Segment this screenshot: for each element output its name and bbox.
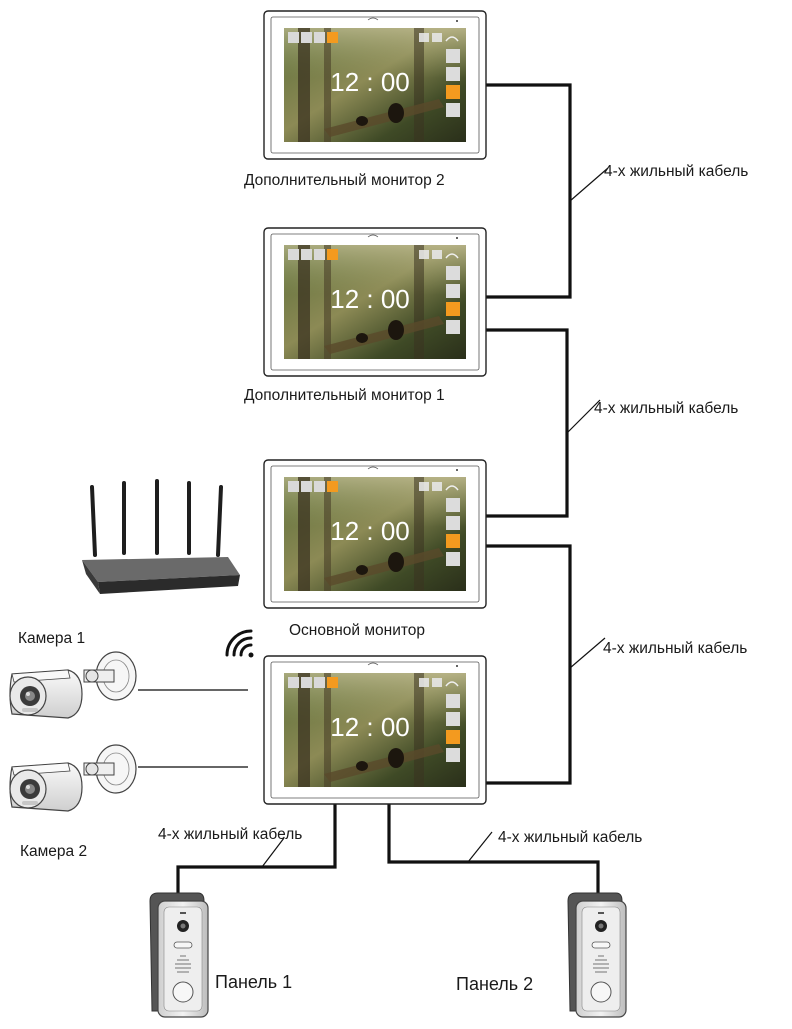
- panel-1-icon: [149, 892, 209, 1018]
- cable-label-2: 4-х жильный кабель: [594, 400, 739, 417]
- monitor-clock: 12 : 00: [330, 516, 410, 546]
- camera-1-label: Камера 1: [18, 630, 86, 647]
- cable-main-bottom: [486, 544, 572, 785]
- monitor-clock: 12 : 00: [330, 67, 410, 97]
- monitor-main: 12 : 00: [263, 459, 487, 609]
- monitor-extra-2-label: Дополнительный монитор 2: [244, 172, 445, 189]
- camera-2-label: Камера 2: [20, 843, 88, 860]
- cable-label-3: 4-х жильный кабель: [603, 640, 748, 657]
- monitor-clock: 12 : 00: [330, 284, 410, 314]
- monitor-clock: 12 : 00: [330, 712, 410, 742]
- cable-label-1: 4-х жильный кабель: [604, 163, 749, 180]
- panel-2-icon: [567, 892, 627, 1018]
- cable-label-panel-1: 4-х жильный кабель: [158, 826, 303, 843]
- monitor-extra-1-label: Дополнительный монитор 1: [244, 387, 445, 404]
- cable-bottom-panel2: [387, 803, 600, 895]
- cable-monitor2-monitor1: [486, 83, 572, 299]
- panel-1-label: Панель 1: [215, 972, 293, 992]
- monitor-extra-2: 12 : 00: [263, 10, 487, 160]
- monitor-main-label: Основной монитор: [289, 622, 426, 639]
- wifi-icon: [225, 629, 254, 658]
- cable-label-leaders: [261, 167, 609, 868]
- cable-monitor1-main: [486, 328, 569, 518]
- monitor-extra-1: 12 : 00: [263, 227, 487, 377]
- cable-label-panel-2: 4-х жильный кабель: [498, 829, 643, 846]
- camera-1-icon: [9, 651, 137, 719]
- panel-2-label: Панель 2: [456, 974, 534, 994]
- cable-lines: [176, 83, 600, 895]
- cable-bottom-panel1: [176, 803, 337, 895]
- camera-wires: [138, 689, 248, 768]
- router-icon: [82, 479, 240, 594]
- monitor-bottom: 12 : 00: [263, 655, 487, 805]
- camera-2-icon: [9, 744, 137, 812]
